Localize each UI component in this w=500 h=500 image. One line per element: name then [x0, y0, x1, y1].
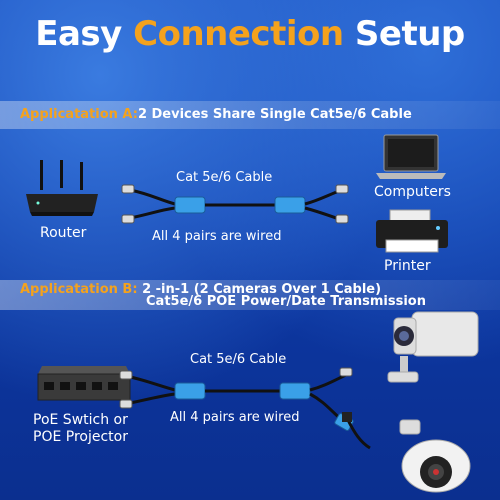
router-label: Router	[40, 225, 87, 241]
section-b-band	[0, 280, 500, 310]
printer-icon	[376, 209, 448, 253]
pairs-label-b: All 4 pairs are wired	[170, 410, 300, 425]
title-part2: Setup	[343, 14, 465, 54]
computers-label: Computers	[374, 184, 451, 200]
laptop-icon	[376, 134, 446, 179]
section-b-tag: Applicatation B:	[20, 282, 138, 297]
router-icon	[26, 160, 98, 216]
bullet-camera-icon	[342, 412, 471, 493]
splitter-cable-a	[121, 184, 349, 224]
section-b-line2: Cat5e/6 POE Power/Date Transmission	[146, 294, 426, 309]
title-part1: Easy	[35, 14, 134, 54]
section-a-heading: Applicatation A:2 Devices Share Single C…	[20, 107, 412, 122]
splitter-cable-b	[119, 367, 354, 431]
section-a-band	[0, 101, 500, 129]
cable-label-b: Cat 5e/6 Cable	[190, 352, 287, 367]
section-b-heading: Applicatation B: 2 -in-1 (2 Cameras Over…	[20, 282, 381, 297]
box-camera-icon	[387, 311, 479, 383]
section-a-text: 2 Devices Share Single Cat5e/6 Cable	[137, 107, 412, 122]
title-accent: Connection	[133, 14, 344, 54]
switch-label-1: PoE Swtich or	[33, 412, 128, 428]
cable-label-a: Cat 5e/6 Cable	[176, 170, 273, 185]
page-title: Easy Connection Setup	[0, 14, 500, 54]
section-b-line1: 2 -in-1 (2 Cameras Over 1 Cable)	[137, 282, 382, 297]
section-a-tag: Applicatation A:	[20, 107, 138, 122]
printer-label: Printer	[384, 258, 431, 274]
poe-switch-icon	[37, 366, 131, 401]
pairs-label-a: All 4 pairs are wired	[152, 229, 282, 244]
switch-label-2: POE Projector	[33, 429, 128, 445]
